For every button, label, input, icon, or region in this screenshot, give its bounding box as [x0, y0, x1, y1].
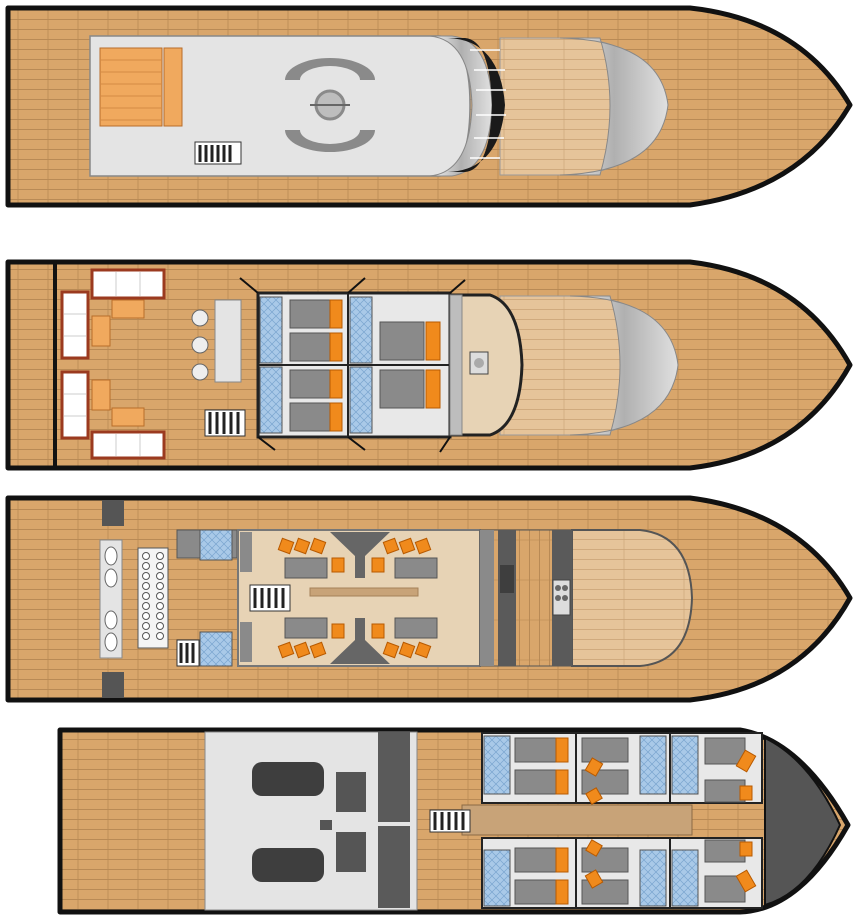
- stairs-icon: [204, 409, 246, 437]
- cushion-icon: [555, 737, 757, 905]
- sun-deck-hardtop-curve: [429, 35, 493, 177]
- bar-counter: [214, 299, 242, 383]
- stove-icon: [552, 579, 571, 616]
- main-deck-foredeck: [571, 529, 694, 667]
- main-deck: [5, 495, 853, 703]
- aft-bench: [99, 539, 123, 659]
- upper-deck: [5, 259, 853, 471]
- windscreen-vents: [448, 38, 506, 172]
- stairs-icon: [249, 584, 291, 612]
- bed-icon: [289, 299, 425, 432]
- bathroom-icon: [483, 735, 699, 907]
- lower-deck: [57, 727, 851, 915]
- bow-storage: [764, 736, 842, 907]
- cushion-icon: [329, 299, 441, 432]
- bar-stool-icon: [191, 309, 209, 381]
- stairs-icon: [194, 141, 242, 165]
- engine-icon: [252, 732, 410, 908]
- dive-tanks-icon: [137, 547, 169, 649]
- stairs-icon: [429, 809, 471, 833]
- helm-chair-icon: [469, 351, 489, 375]
- chair-icon: [277, 537, 432, 659]
- bathroom-icon: [199, 529, 233, 667]
- sun-lounger-icon: [99, 47, 183, 127]
- bathroom-icon: [259, 296, 373, 434]
- sofa-icon: [60, 268, 166, 460]
- sun-deck: [5, 5, 853, 208]
- table-icon: [91, 299, 145, 427]
- dining-table-icon: [284, 557, 438, 639]
- radar-icon: [285, 58, 375, 80]
- sun-deck-chrome-rail: [559, 37, 669, 176]
